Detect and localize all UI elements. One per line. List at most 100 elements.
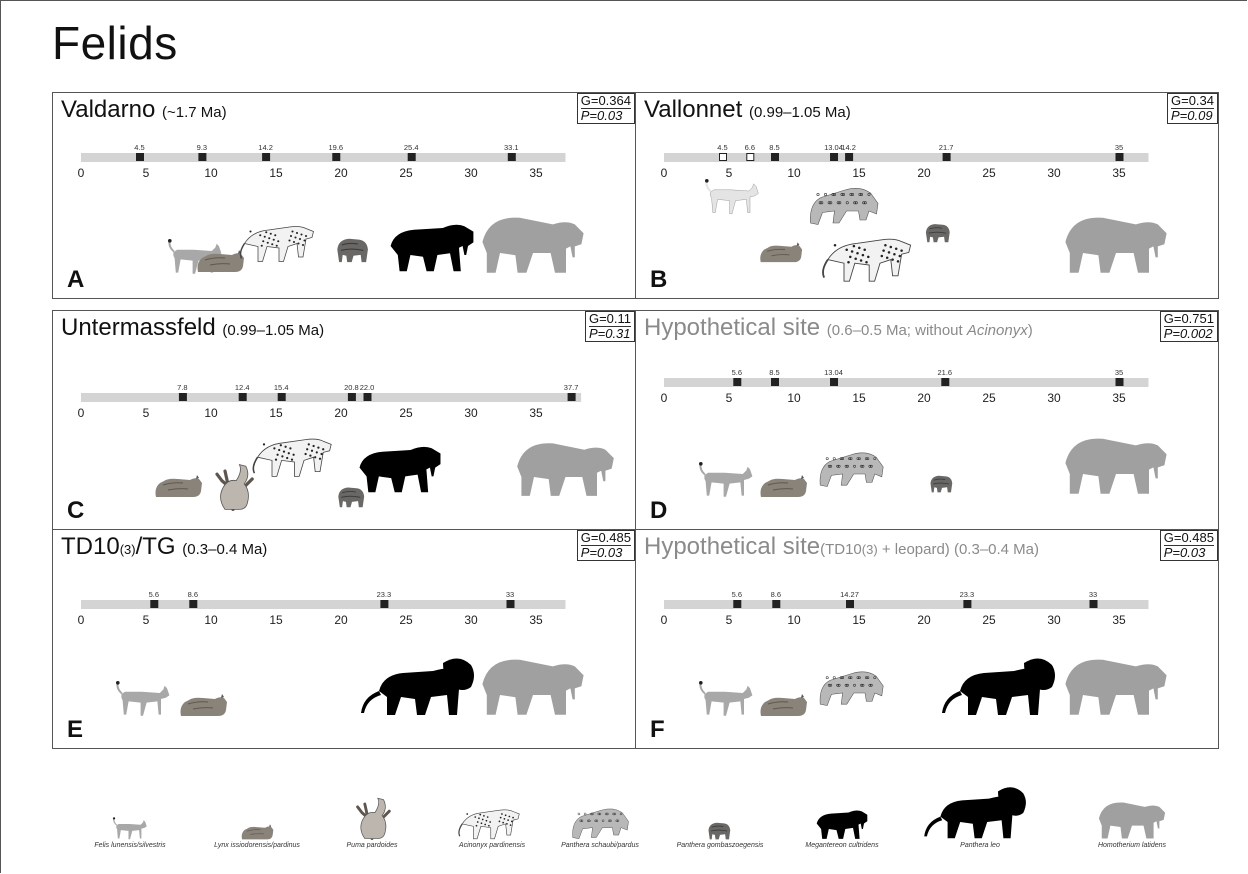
axis-tick-label: 20 [917, 613, 931, 627]
size-axis-bar [81, 393, 581, 402]
legend-species-name: Felis lunensis/silvestris [94, 842, 165, 849]
leopard-silhouette [810, 188, 878, 224]
marker-value-label: 35 [1115, 143, 1123, 152]
marker-value-label: 4.5 [134, 143, 144, 152]
marker-value-label: 8.5 [769, 143, 779, 152]
size-scale-chart: 051015202530355.68.513.0421.635 [636, 311, 1220, 531]
size-marker [507, 601, 514, 608]
size-marker [772, 154, 779, 161]
size-marker [239, 394, 246, 401]
jaguar-legend-icon [708, 823, 730, 840]
homotherium-silhouette [1065, 660, 1166, 715]
small-cat-legend-icon [113, 817, 147, 839]
size-marker [508, 154, 515, 161]
panel-b: Vallonnet (0.99–1.05 Ma) G=0.34P=0.09 05… [635, 92, 1219, 299]
axis-tick-label: 5 [143, 406, 150, 420]
size-marker [831, 379, 838, 386]
axis-tick-label: 15 [852, 391, 866, 405]
size-marker [734, 379, 741, 386]
lion-silhouette [942, 658, 1055, 715]
panel-letter: A [67, 266, 84, 294]
axis-tick-label: 35 [1112, 391, 1126, 405]
lion-silhouette [361, 658, 474, 715]
figure-title: Felids [52, 16, 178, 70]
small-cat-silhouette [699, 462, 752, 497]
marker-value-label: 5.6 [149, 590, 159, 599]
marker-value-label: 14.27 [840, 590, 859, 599]
size-marker [943, 154, 950, 161]
axis-tick-label: 10 [787, 613, 801, 627]
size-marker [1116, 379, 1123, 386]
size-marker [278, 394, 285, 401]
marker-value-label: 37.7 [564, 383, 579, 392]
marker-value-label: 15.4 [274, 383, 289, 392]
size-marker [199, 154, 206, 161]
size-marker [846, 154, 853, 161]
axis-tick-label: 20 [334, 406, 348, 420]
axis-tick-label: 25 [982, 166, 996, 180]
size-marker [137, 154, 144, 161]
marker-value-label: 21.6 [937, 368, 952, 377]
marker-value-label: 33.1 [504, 143, 519, 152]
homotherium-silhouette [517, 443, 614, 496]
axis-tick-label: 25 [982, 391, 996, 405]
lynx-silhouette [761, 694, 808, 716]
marker-value-label: 8.5 [769, 368, 779, 377]
axis-tick-label: 5 [143, 166, 150, 180]
size-marker [734, 601, 741, 608]
axis-tick-label: 10 [204, 613, 218, 627]
axis-tick-label: 30 [464, 406, 478, 420]
axis-tick-label: 15 [852, 613, 866, 627]
panel-d: Hypothetical site (0.6–0.5 Ma; without A… [635, 310, 1219, 530]
marker-value-label: 23.3 [377, 590, 392, 599]
marker-value-label: 35 [1115, 368, 1123, 377]
size-marker [190, 601, 197, 608]
size-marker [348, 394, 355, 401]
cheetah-silhouette [241, 227, 314, 262]
size-marker [942, 379, 949, 386]
legend-species-name: Acinonyx pardinensis [459, 842, 525, 849]
axis-tick-label: 25 [399, 406, 413, 420]
size-scale-chart: 051015202530354.59.314.219.625.433.1 [53, 93, 637, 300]
size-marker [964, 601, 971, 608]
size-marker [568, 394, 575, 401]
size-marker [1090, 601, 1097, 608]
axis-tick-label: 30 [1047, 613, 1061, 627]
axis-tick-label: 35 [529, 406, 543, 420]
size-marker [333, 154, 340, 161]
marker-value-label: 33 [506, 590, 514, 599]
axis-tick-label: 0 [78, 613, 85, 627]
legend-silhouettes [52, 758, 1224, 868]
axis-tick-label: 30 [1047, 391, 1061, 405]
marker-value-label: 8.6 [188, 590, 198, 599]
marker-value-label: 9.3 [197, 143, 207, 152]
size-marker [364, 394, 371, 401]
jaguar-silhouette [926, 224, 950, 242]
marker-value-label: 4.5 [717, 143, 727, 152]
size-marker [179, 394, 186, 401]
lion-legend-icon [924, 787, 1026, 838]
axis-tick-label: 20 [917, 166, 931, 180]
puma-legend-icon [358, 798, 390, 838]
marker-value-label: 23.3 [960, 590, 975, 599]
axis-tick-label: 0 [661, 613, 668, 627]
axis-tick-label: 5 [726, 166, 733, 180]
axis-tick-label: 15 [269, 613, 283, 627]
marker-value-label: 14.2 [841, 143, 856, 152]
axis-tick-label: 35 [529, 613, 543, 627]
puma-silhouette [217, 465, 252, 510]
axis-tick-label: 0 [661, 166, 668, 180]
jaguar-silhouette [337, 239, 368, 262]
panel-letter: C [67, 497, 84, 525]
leopard-silhouette [820, 453, 883, 487]
size-axis-bar [81, 153, 566, 162]
sabertooth-black-legend-icon [817, 811, 868, 839]
marker-value-label: 21.7 [939, 143, 954, 152]
size-marker [720, 154, 727, 161]
legend-species-name: Panthera schaubi/pardus [561, 842, 639, 849]
